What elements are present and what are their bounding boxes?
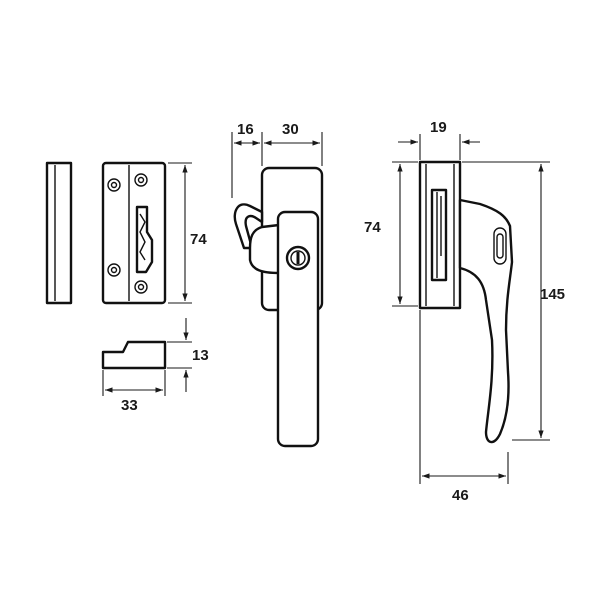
- dimension-keep-height: 74: [168, 162, 207, 304]
- key-lock-icon: [285, 245, 311, 271]
- dimension-label: 46: [452, 487, 469, 504]
- dimension-label: 33: [121, 397, 138, 414]
- dimension-side-height: 74: [364, 161, 418, 307]
- screw-hole-icon: [107, 178, 121, 192]
- dimension-side-depth: 19: [398, 119, 480, 160]
- handle-front-view: [233, 166, 324, 448]
- dimension-label: 16: [237, 121, 254, 138]
- dimension-side-total-height: 145: [462, 161, 565, 441]
- dimension-label: 19: [430, 119, 447, 136]
- handle-side-view: [418, 160, 514, 444]
- dimension-label: 74: [190, 231, 207, 248]
- keep-catch-slot: [135, 205, 154, 274]
- dimension-label: 30: [282, 121, 299, 138]
- dimension-label: 13: [192, 347, 209, 364]
- dimension-side-projection: 46: [419, 310, 509, 504]
- keep-side-strip: [45, 161, 73, 305]
- dimension-label: 145: [540, 286, 565, 303]
- dimension-label: 74: [364, 219, 381, 236]
- screw-hole-icon: [134, 280, 148, 294]
- dimension-handle-width: 30: [264, 121, 323, 166]
- dimension-keep-block-height: 13: [167, 318, 209, 392]
- keep-block: [101, 340, 167, 370]
- keep-front-plate: [101, 161, 167, 305]
- screw-hole-icon: [107, 263, 121, 277]
- dimension-handle-offset: 16: [231, 121, 263, 198]
- screw-hole-icon: [134, 173, 148, 187]
- dimension-keep-block-width: 33: [102, 370, 166, 414]
